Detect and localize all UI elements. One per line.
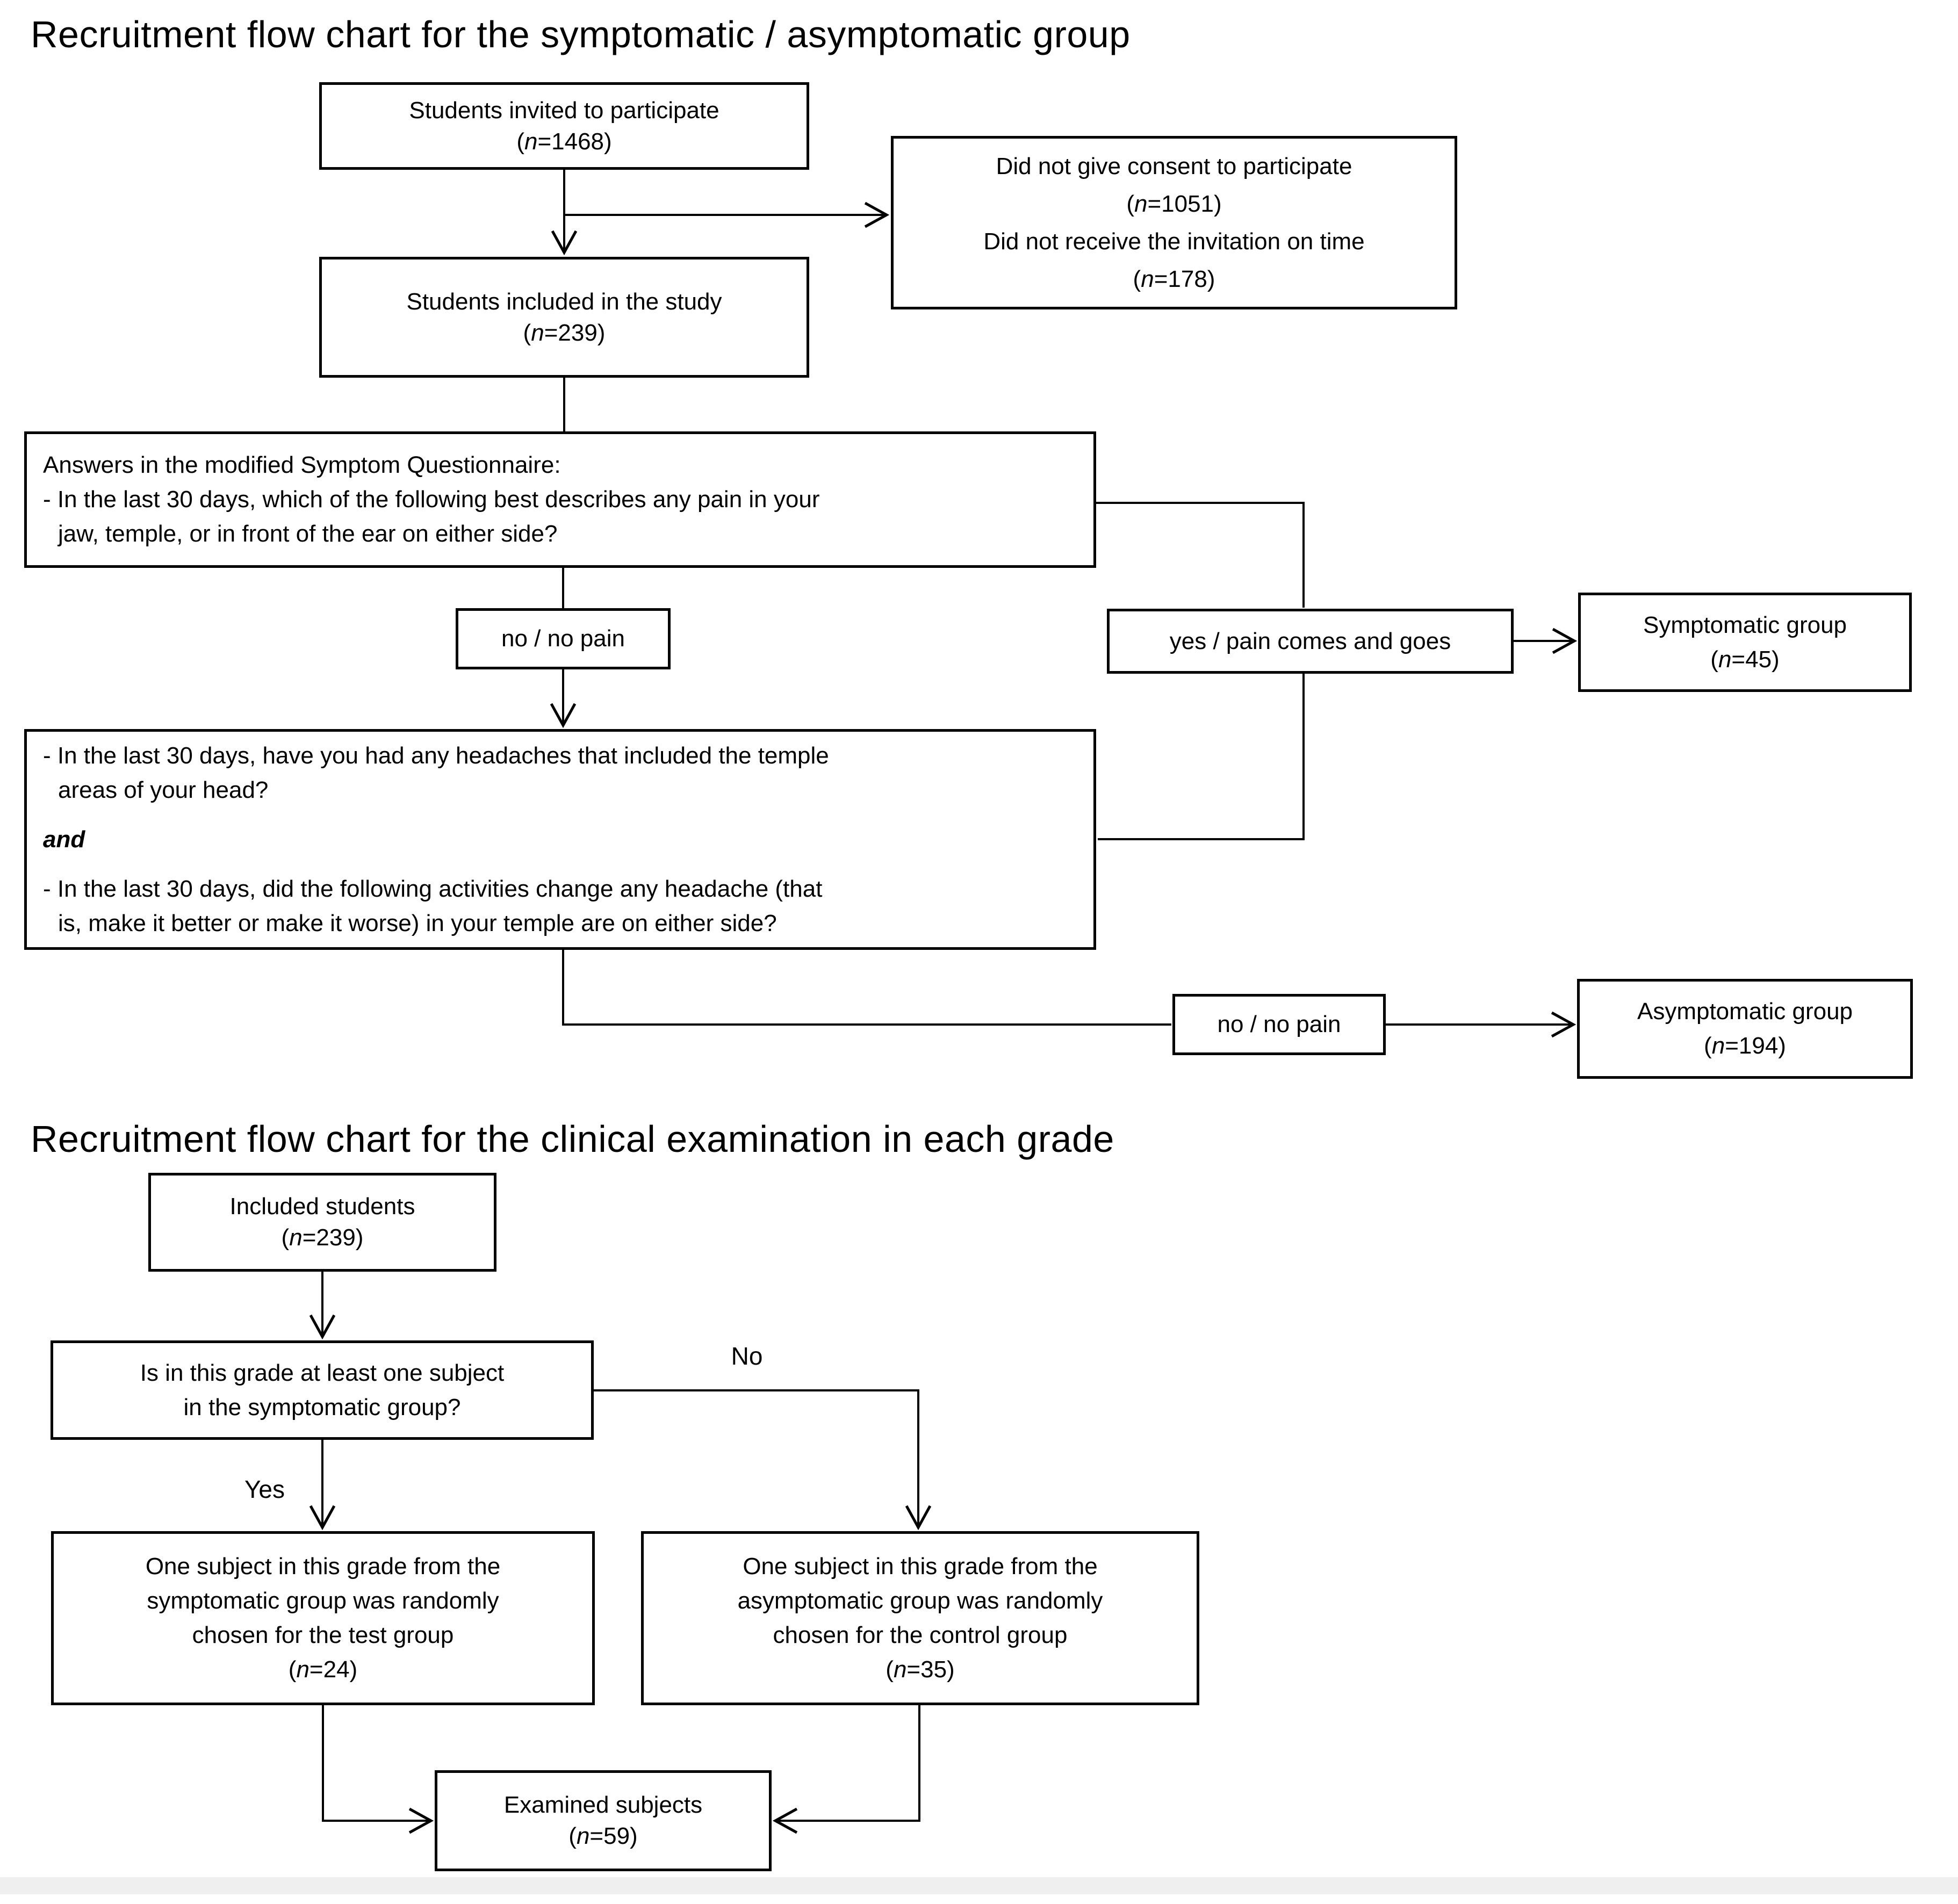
box-not-consented: Did not give consent to participate (n=1… xyxy=(891,136,1457,309)
box-no-pain-2: no / no pain xyxy=(1172,994,1386,1055)
box-symptom-questionnaire: Answers in the modified Symptom Question… xyxy=(24,431,1096,568)
box-test-group: One subject in this grade from the sympt… xyxy=(51,1531,595,1705)
test-group-line3: chosen for the test group xyxy=(192,1622,454,1648)
control-group-line1: One subject in this grade from the xyxy=(743,1553,1098,1580)
page-edge-shadow xyxy=(0,1877,1958,1894)
test-group-line1: One subject in this grade from the xyxy=(145,1553,501,1580)
asymptomatic-group-label: Asymptomatic group xyxy=(1637,998,1853,1025)
examined-subjects-label: Examined subjects xyxy=(503,1792,703,1818)
examined-subjects-n: (n=59) xyxy=(568,1823,638,1849)
not-consented-n2: (n=178) xyxy=(1133,265,1215,292)
not-consented-line2: Did not receive the invitation on time xyxy=(983,228,1365,255)
test-group-n: (n=24) xyxy=(288,1656,358,1683)
box-students-included: Students included in the study (n=239) xyxy=(319,257,809,378)
students-invited-label: Students invited to participate xyxy=(409,97,719,124)
branch-label-no: No xyxy=(731,1342,763,1370)
control-group-n: (n=35) xyxy=(886,1656,955,1683)
symptomatic-group-label: Symptomatic group xyxy=(1643,611,1847,638)
control-group-line2: asymptomatic group was randomly xyxy=(737,1588,1103,1614)
no-pain-1-label: no / no pain xyxy=(501,625,625,652)
not-consented-n1: (n=1051) xyxy=(1126,190,1222,217)
box-asymptomatic-group: Asymptomatic group (n=194) xyxy=(1577,979,1913,1079)
box-yes-pain: yes / pain comes and goes xyxy=(1107,609,1514,674)
chart2-title: Recruitment flow chart for the clinical … xyxy=(31,1118,1114,1160)
grade-question-line2: in the symptomatic group? xyxy=(183,1394,461,1420)
questionnaire-q1-line2: jaw, temple, or in front of the ear on e… xyxy=(58,521,558,547)
symptomatic-group-n: (n=45) xyxy=(1710,646,1780,673)
branch-label-yes: Yes xyxy=(244,1475,285,1503)
no-pain-2-label: no / no pain xyxy=(1217,1011,1341,1037)
box-symptomatic-group: Symptomatic group (n=45) xyxy=(1578,593,1912,692)
box-headache-questions: - In the last 30 days, have you had any … xyxy=(24,729,1096,950)
yes-pain-label: yes / pain comes and goes xyxy=(1169,628,1451,654)
included-students-n: (n=239) xyxy=(281,1224,364,1251)
chart1-title: Recruitment flow chart for the symptomat… xyxy=(31,13,1131,55)
box-grade-question: Is in this grade at least one subject in… xyxy=(51,1340,594,1440)
headache-q2-line1: - In the last 30 days, have you had any … xyxy=(43,742,829,769)
box-control-group: One subject in this grade from the asymp… xyxy=(641,1531,1199,1705)
questionnaire-q1-line1: - In the last 30 days, which of the foll… xyxy=(43,486,820,513)
headache-q3-line1: - In the last 30 days, did the following… xyxy=(43,875,823,902)
students-included-n: (n=239) xyxy=(523,319,606,346)
headache-q2-line2: areas of your head? xyxy=(58,776,269,803)
control-group-line3: chosen for the control group xyxy=(773,1622,1068,1648)
box-no-pain-1: no / no pain xyxy=(456,608,671,669)
grade-question-line1: Is in this grade at least one subject xyxy=(140,1359,505,1386)
included-students-label: Included students xyxy=(229,1193,415,1220)
asymptomatic-group-n: (n=194) xyxy=(1704,1033,1786,1059)
test-group-line2: symptomatic group was randomly xyxy=(147,1588,499,1614)
and-connector-word: and xyxy=(43,826,85,853)
box-included-students: Included students (n=239) xyxy=(148,1173,496,1272)
box-examined-subjects: Examined subjects (n=59) xyxy=(435,1770,772,1871)
box-students-invited: Students invited to participate (n=1468) xyxy=(319,82,809,170)
not-consented-line1: Did not give consent to participate xyxy=(996,153,1352,179)
headache-q3-line2: is, make it better or make it worse) in … xyxy=(58,910,777,936)
students-invited-n: (n=1468) xyxy=(516,128,612,155)
students-included-label: Students included in the study xyxy=(406,288,722,315)
questionnaire-header: Answers in the modified Symptom Question… xyxy=(43,452,561,478)
